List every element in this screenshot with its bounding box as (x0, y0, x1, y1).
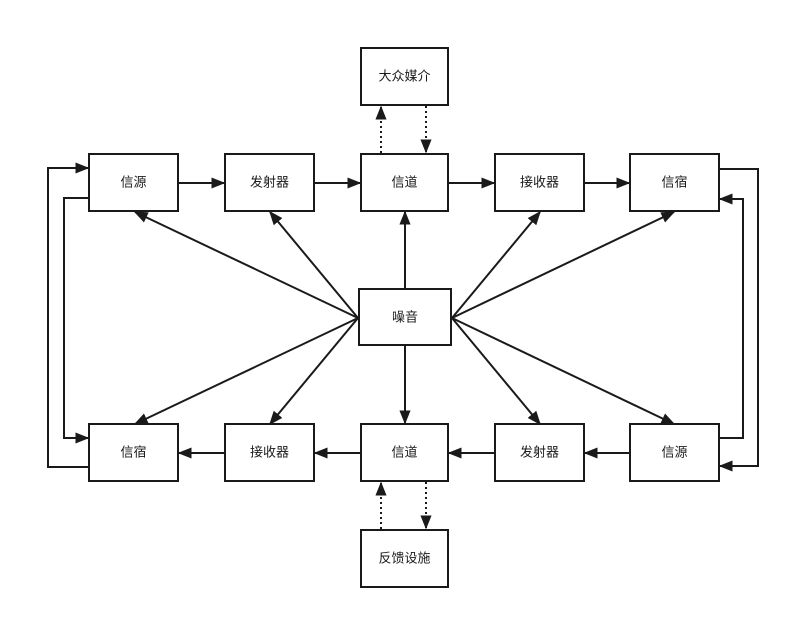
node-top-destination: 信宿 (629, 153, 720, 212)
node-top-channel-label: 信道 (391, 176, 417, 191)
edge-noise-to-top-destination (451, 211, 676, 319)
edge-left-outer-loop (47, 162, 90, 468)
node-bottom-receiver: 接收器 (224, 423, 315, 482)
node-top-source: 信源 (88, 153, 179, 212)
edge-right-inner-loop (718, 193, 744, 439)
node-bottom-transmitter: 发射器 (494, 423, 585, 482)
edge-left-inner-loop (63, 197, 90, 444)
edge-noise-to-top-source (133, 211, 359, 319)
edges (47, 105, 759, 530)
node-feedback: 反馈设施 (360, 529, 449, 588)
node-bottom-destination-label: 信宿 (120, 445, 146, 461)
node-mass-media-label: 大众媒介 (378, 70, 430, 85)
edge-noise-to-bottom-destination (133, 317, 359, 425)
node-noise: 噪音 (358, 288, 452, 346)
node-top-transmitter-label: 发射器 (250, 175, 289, 191)
node-top-destination-label: 信宿 (661, 175, 687, 191)
edge-noise-to-bottom-transmitter (451, 317, 541, 426)
node-bottom-source: 信源 (629, 423, 720, 482)
node-bottom-source-label: 信源 (661, 446, 687, 461)
edge-right-outer-loop (718, 168, 759, 472)
node-top-receiver-label: 接收器 (520, 175, 559, 191)
edge-noise-to-bottom-receiver (269, 317, 359, 426)
node-top-receiver: 接收器 (494, 153, 585, 212)
node-bottom-channel: 信道 (360, 423, 449, 482)
node-mass-media: 大众媒介 (360, 47, 449, 106)
node-top-source-label: 信源 (120, 176, 146, 191)
node-bottom-destination: 信宿 (88, 423, 179, 482)
node-bottom-receiver-label: 接收器 (250, 445, 289, 461)
node-top-channel: 信道 (360, 153, 449, 212)
node-noise-label: 噪音 (392, 310, 418, 326)
edge-noise-to-bottom-source (451, 317, 676, 425)
edge-noise-to-top-receiver (451, 210, 541, 319)
node-feedback-label: 反馈设施 (378, 552, 430, 567)
node-bottom-transmitter-label: 发射器 (520, 445, 559, 461)
node-bottom-channel-label: 信道 (391, 446, 417, 461)
node-top-transmitter: 发射器 (224, 153, 315, 212)
edge-noise-to-top-transmitter (269, 210, 359, 319)
